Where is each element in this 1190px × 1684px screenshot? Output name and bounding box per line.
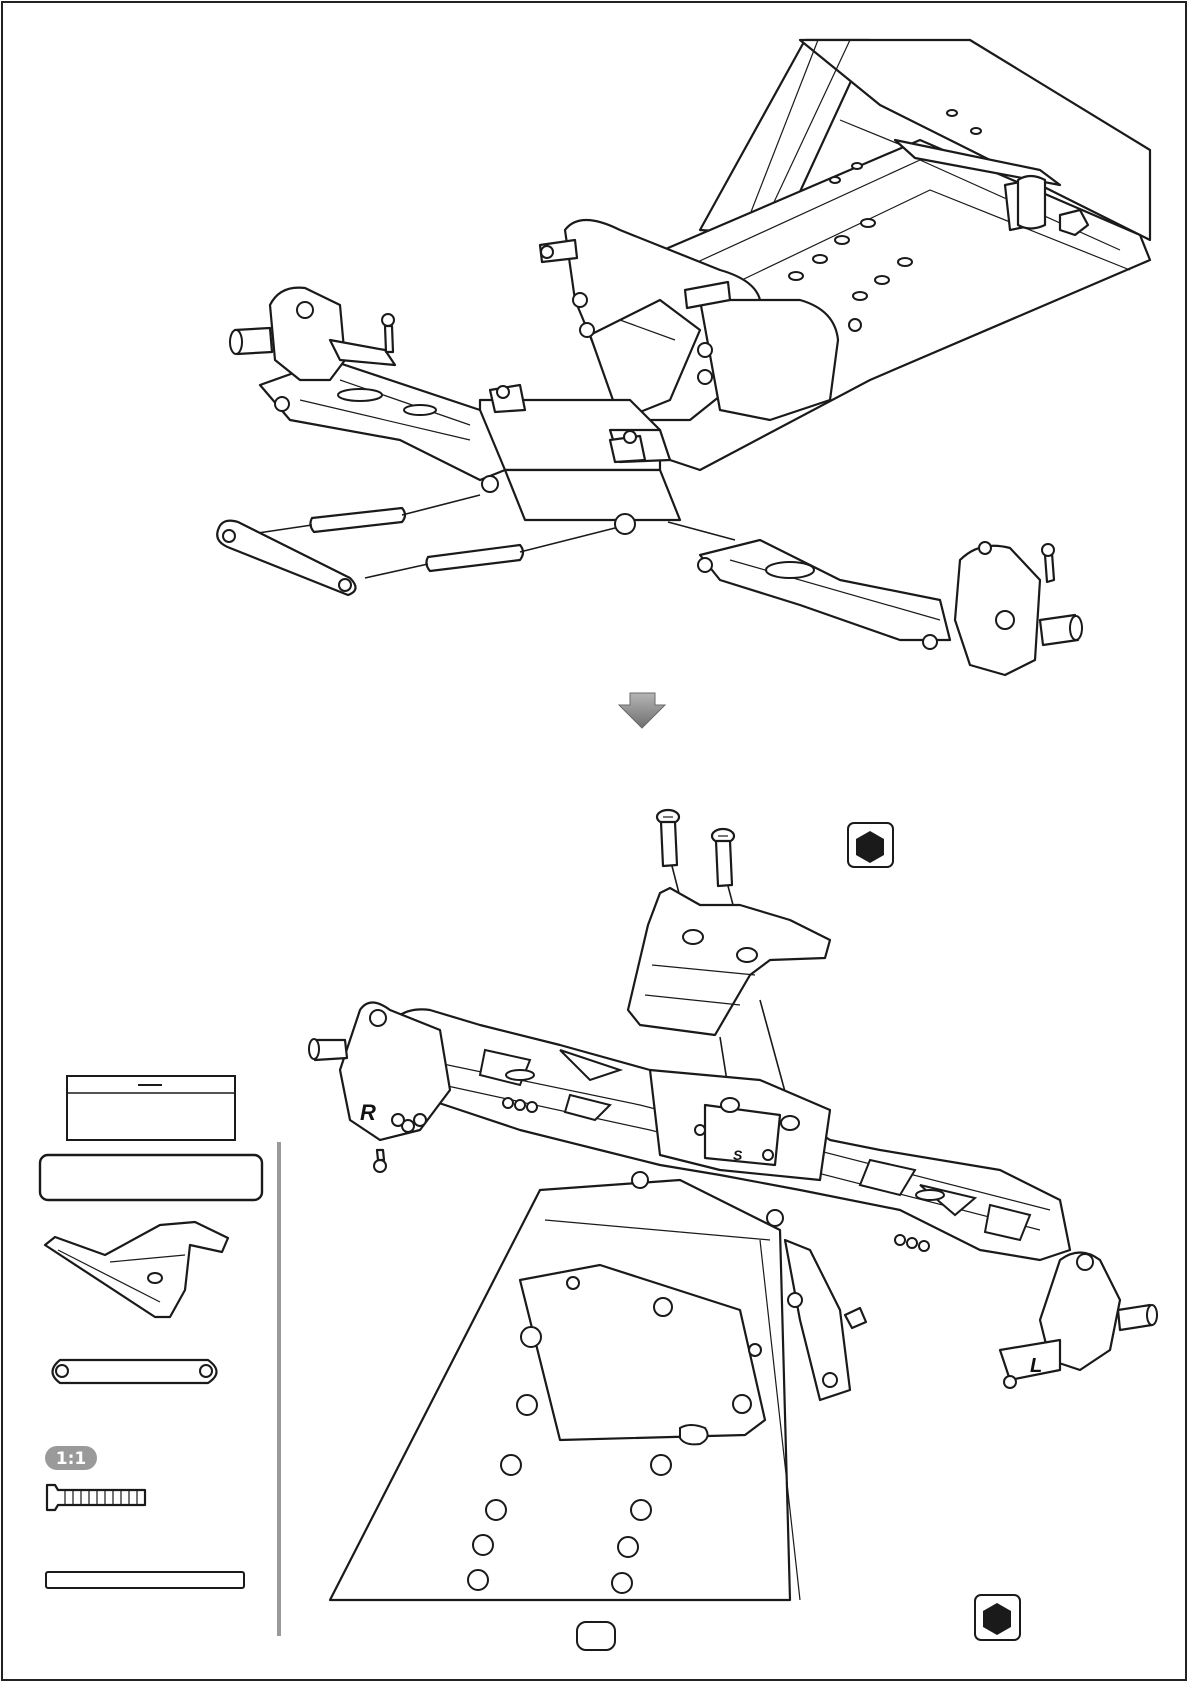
part-front-brace [53, 1360, 217, 1383]
front-brace [217, 521, 355, 595]
hinge-pin-2 [426, 545, 523, 571]
skid-plate [628, 888, 830, 1035]
scale-badge: 1:1 [45, 1446, 97, 1470]
flat-head-screw-1 [657, 810, 679, 866]
bag-label-box [40, 1155, 262, 1200]
skid-mark-label: S [733, 1147, 743, 1163]
bottom-assembly-drawing: R L S [309, 810, 1157, 1600]
divider [277, 1142, 281, 1636]
part-skid-plate [45, 1222, 228, 1317]
part-screw [47, 1485, 145, 1510]
top-chassis-drawing [217, 40, 1150, 675]
right-side-label: R [360, 1100, 376, 1125]
page-number-box [577, 1622, 615, 1650]
scale-label: 1:1 [56, 1449, 86, 1469]
left-side-label: L [1030, 1355, 1042, 1377]
part-hinge-pin [46, 1572, 244, 1588]
flat-head-screw-2 [712, 829, 734, 886]
parts-box [67, 1076, 235, 1140]
hex-wrench-icon [848, 823, 893, 867]
hinge-pin-1 [310, 508, 405, 532]
hex-wrench-icon [975, 1595, 1020, 1640]
arrow-down-icon [619, 693, 665, 728]
